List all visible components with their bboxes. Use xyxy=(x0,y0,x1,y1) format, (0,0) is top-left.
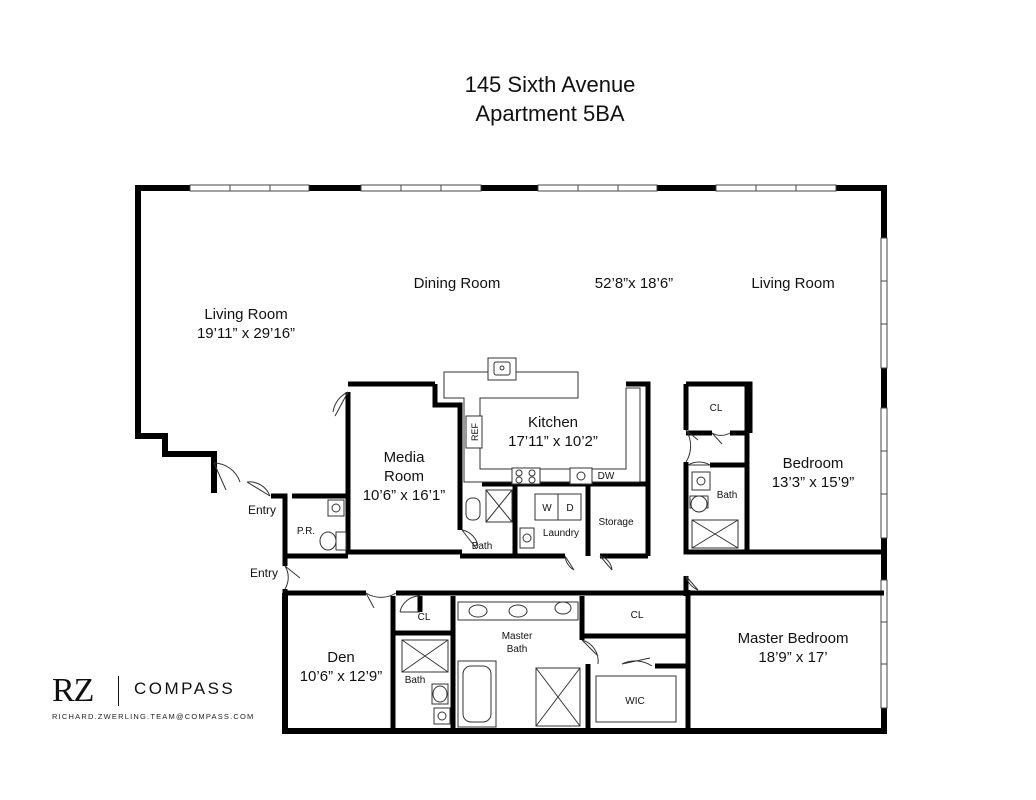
kitchen-dims: 17’11” x 10’2” xyxy=(508,433,598,450)
media-dims: 10’6” x 16’1” xyxy=(363,487,446,504)
address-title: 145 Sixth Avenue xyxy=(464,72,636,97)
washer-label: W xyxy=(542,503,552,514)
contact-email: RICHARD.ZWERLING.TEAM@COMPASS.COM xyxy=(52,712,255,721)
entry-top-label: Entry xyxy=(248,503,276,517)
master-bath-label-1: Master xyxy=(502,631,533,642)
dining-name: Dining Room xyxy=(414,275,501,292)
room-labels: Living Room 19’11” x 29’16” Dining Room … xyxy=(197,275,854,685)
den-name: Den xyxy=(327,649,355,666)
master-name: Master Bedroom xyxy=(738,630,849,647)
doors xyxy=(213,391,731,667)
interior-walls xyxy=(271,381,884,731)
kitchen-counter xyxy=(443,357,641,485)
bath-hall-label: Bath xyxy=(472,541,493,552)
bath-den-label: Bath xyxy=(405,675,426,686)
cl-master-label: CL xyxy=(631,610,644,621)
exterior-walls xyxy=(135,185,887,734)
logo-divider xyxy=(118,676,119,706)
compass-logo: COMPASS xyxy=(134,679,236,698)
media-name-2: Room xyxy=(384,468,424,485)
bath-bed-label: Bath xyxy=(717,490,738,501)
unit-title: Apartment 5BA xyxy=(475,101,625,126)
living-left-dims: 19’11” x 29’16” xyxy=(197,325,295,342)
media-name-1: Media xyxy=(384,449,426,466)
bedroom-name: Bedroom xyxy=(783,455,844,472)
storage-label: Storage xyxy=(598,517,633,528)
master-dims: 18’9” x 17’ xyxy=(758,649,827,666)
dryer-label: D xyxy=(566,503,573,514)
cl-bed-label: CL xyxy=(710,403,723,414)
living-right-name: Living Room xyxy=(751,275,834,292)
laundry-machines xyxy=(534,493,582,521)
entry-mid-label: Entry xyxy=(250,566,278,580)
rz-logo: RZ xyxy=(52,672,94,709)
bath-fixtures xyxy=(319,471,739,728)
windows xyxy=(189,184,888,709)
wic-label: WIC xyxy=(625,696,644,707)
ref-label: REF xyxy=(470,422,480,441)
dw-label: DW xyxy=(598,471,615,482)
laundry-label: Laundry xyxy=(543,528,579,539)
living-left-name: Living Room xyxy=(204,306,287,323)
master-bath-label-2: Bath xyxy=(507,644,528,655)
kitchen-name: Kitchen xyxy=(528,414,578,431)
cl-den-label: CL xyxy=(418,612,431,623)
pr-label: P.R. xyxy=(297,526,315,537)
small-labels: Entry Entry P.R. Bath Laundry Storage CL… xyxy=(248,403,737,707)
bedroom-dims: 13’3” x 15’9” xyxy=(772,474,855,491)
great-room-dims: 52’8”x 18’6” xyxy=(595,275,673,292)
den-dims: 10’6” x 12’9” xyxy=(300,668,383,685)
